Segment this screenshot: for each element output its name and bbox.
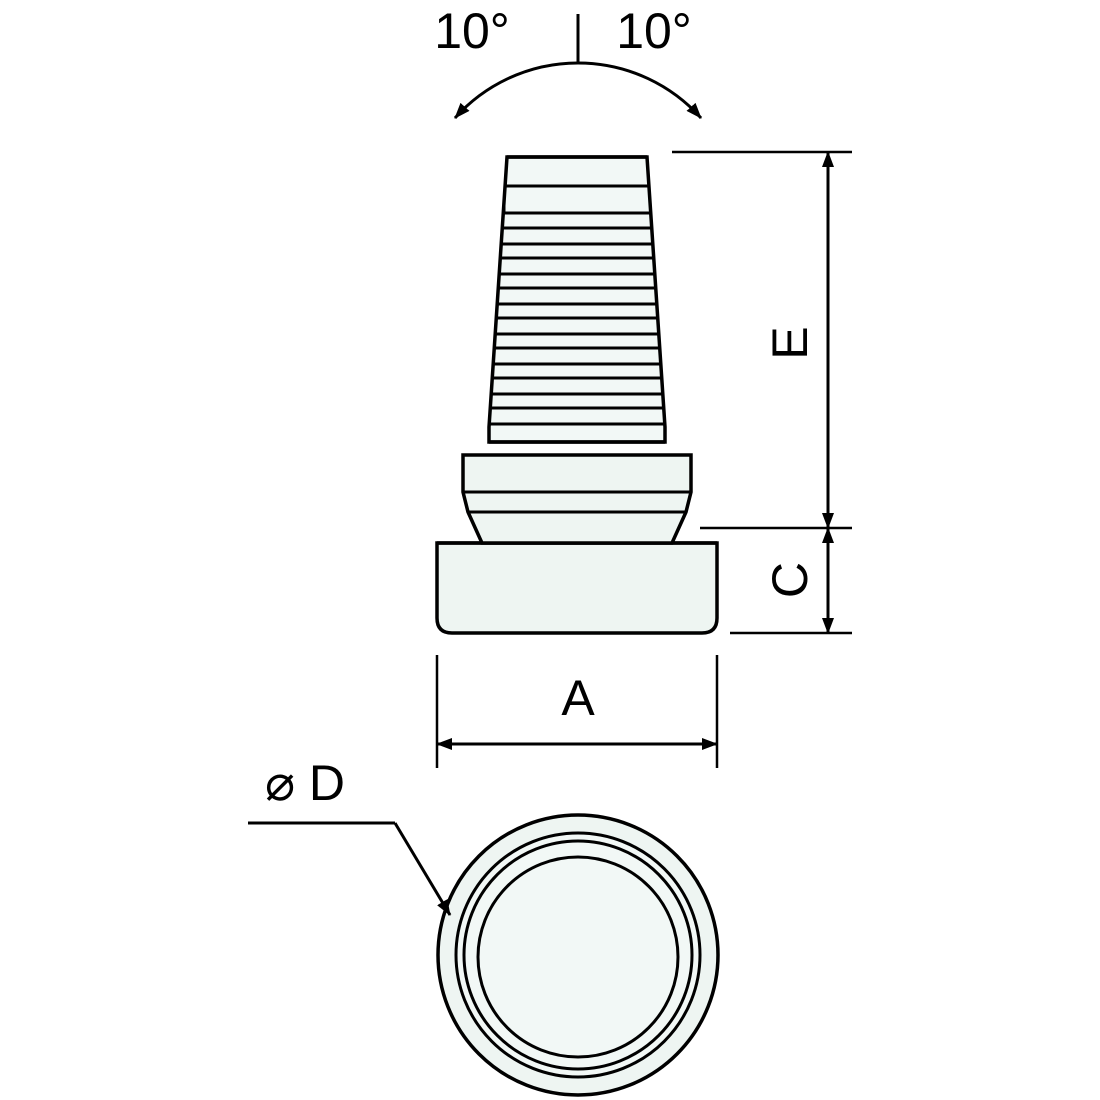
dimension-label-C: C xyxy=(762,562,818,598)
tapered-collar xyxy=(461,453,693,545)
angle-dimension-group: 10° 10° xyxy=(434,3,703,120)
flange-base xyxy=(435,541,719,635)
dimension-label-diameter-D: ⌀ D xyxy=(265,755,345,811)
angle-right-label: 10° xyxy=(616,3,692,59)
vertical-dimensions-group: E C xyxy=(672,150,852,635)
front-elevation xyxy=(435,155,719,635)
dimension-label-E: E xyxy=(762,326,818,359)
bottom-plan-view xyxy=(436,813,720,1097)
horizontal-dimension-group: A xyxy=(435,655,719,768)
diameter-leader-group: ⌀ D xyxy=(248,755,452,916)
dimension-label-A: A xyxy=(561,670,595,726)
ribbed-shaft xyxy=(487,155,667,444)
angle-left-label: 10° xyxy=(434,3,510,59)
